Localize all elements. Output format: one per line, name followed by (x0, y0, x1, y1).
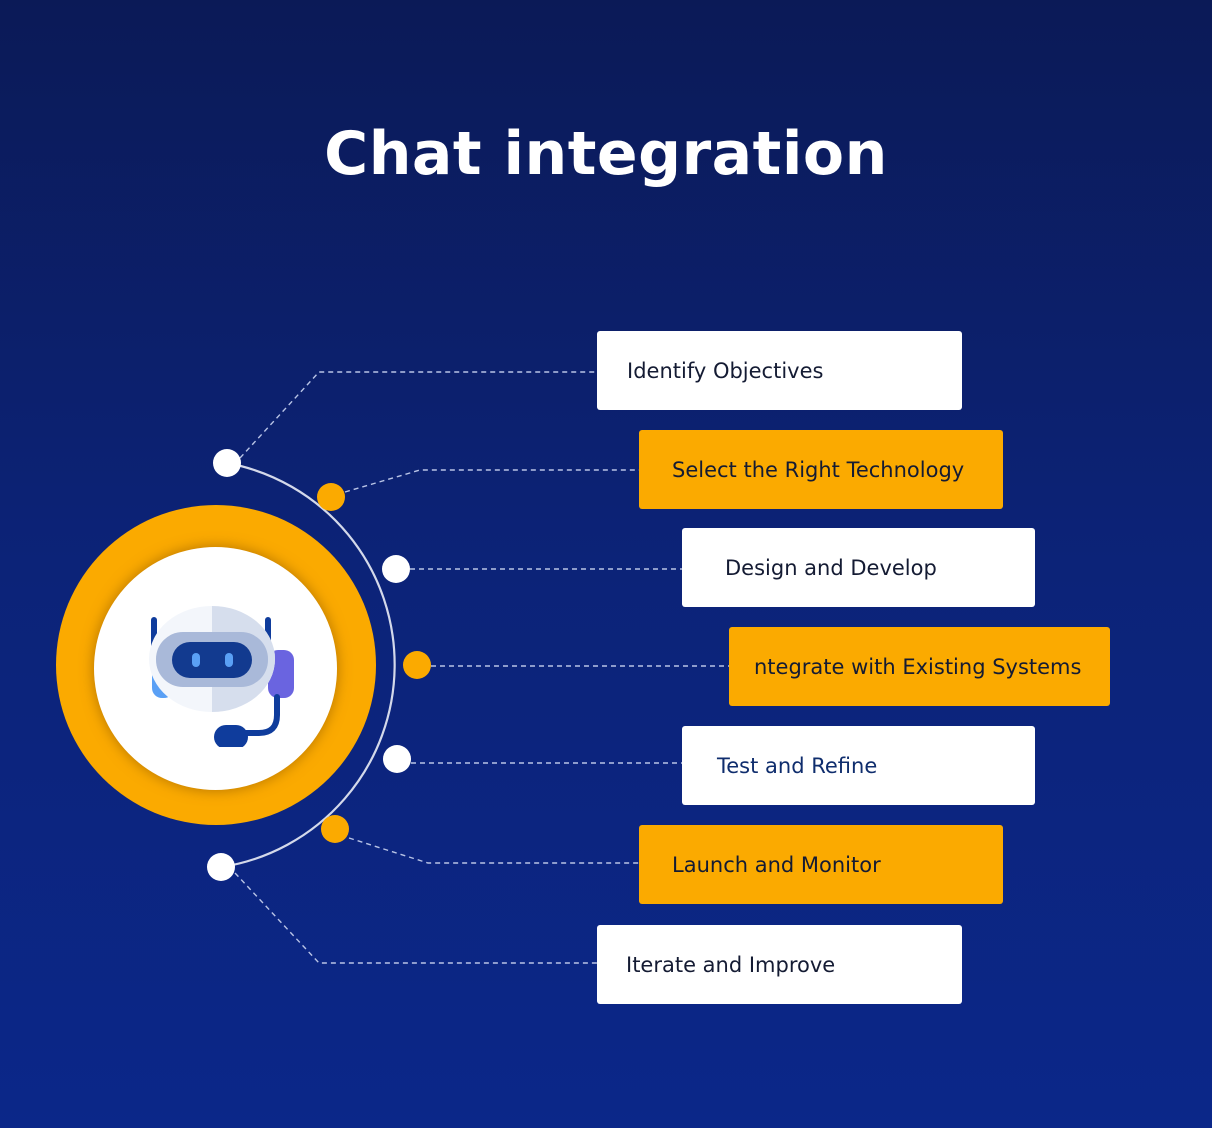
step-label: Select the Right Technology (672, 457, 965, 482)
node-dot-2 (317, 483, 345, 511)
connector-line-7 (234, 872, 597, 964)
chatbot-hub (56, 505, 376, 825)
step-label: Identify Objectives (627, 358, 824, 383)
step-label: Launch and Monitor (672, 852, 881, 877)
connector-line-2 (344, 469, 639, 493)
connector-line-6 (348, 837, 639, 864)
node-dot-6 (321, 815, 349, 843)
node-dot-3 (382, 555, 410, 583)
step-integrate-systems: ntegrate with Existing Systems (729, 627, 1110, 706)
chatbot-hub-inner (94, 547, 337, 790)
node-dot-1 (213, 449, 241, 477)
connector-line-1 (239, 371, 597, 459)
step-select-technology: Select the Right Technology (639, 430, 1003, 509)
step-label: Iterate and Improve (626, 952, 836, 977)
step-test-refine: Test and Refine (682, 726, 1035, 805)
node-dot-7 (207, 853, 235, 881)
page-title: Chat integration (324, 119, 888, 189)
step-label: Design and Develop (725, 555, 937, 580)
step-label: Test and Refine (717, 753, 878, 778)
node-dot-5 (383, 745, 411, 773)
timeline-arc (221, 461, 396, 869)
step-label: ntegrate with Existing Systems (754, 654, 1082, 679)
step-launch-monitor: Launch and Monitor (639, 825, 1003, 904)
node-dot-4 (403, 651, 431, 679)
step-identify-objectives: Identify Objectives (597, 331, 962, 410)
step-design-develop: Design and Develop (682, 528, 1035, 607)
chatbot-headset-icon (149, 606, 294, 747)
step-iterate-improve: Iterate and Improve (597, 925, 962, 1004)
